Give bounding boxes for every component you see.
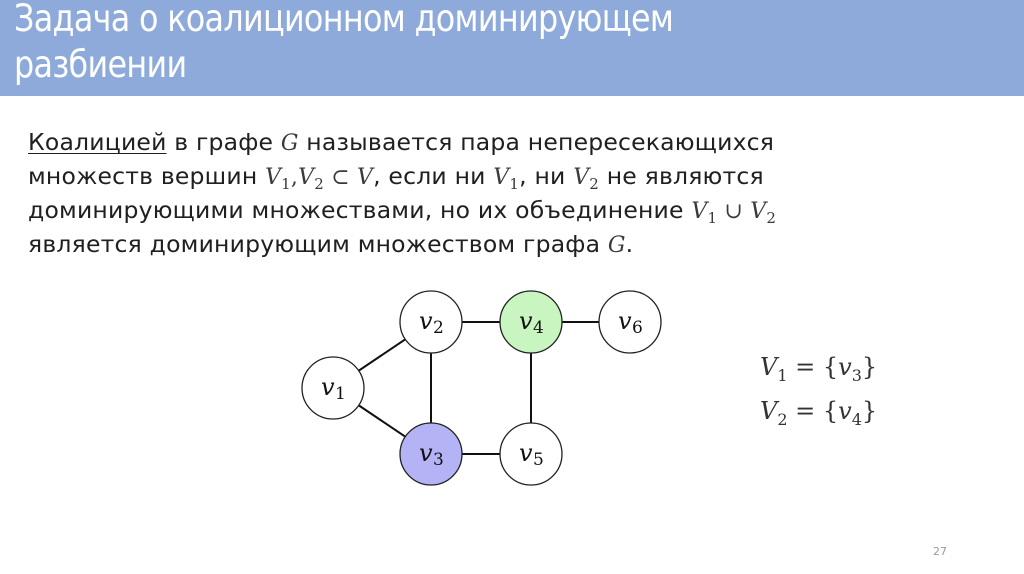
definition-line-2: множеств вершин V1,V2 ⊂ V, если ни V1, н…	[28, 160, 928, 194]
svg-text:4: 4	[533, 318, 544, 338]
svg-text:v: v	[419, 439, 433, 467]
text: в графе	[166, 128, 281, 156]
svg-text:3: 3	[433, 450, 444, 470]
math-G: G	[607, 233, 626, 258]
svg-text:6: 6	[632, 318, 643, 338]
text: множеств вершин	[28, 162, 266, 190]
definition-line-4: является доминирующим множеством графа G…	[28, 228, 928, 262]
slide-title: Задача о коалиционном доминирующем разби…	[14, 0, 674, 88]
svg-text:v: v	[321, 373, 335, 401]
math-V1: V1	[493, 165, 520, 193]
svg-text:v: v	[519, 439, 533, 467]
svg-text:v: v	[419, 307, 433, 335]
text: является доминирующим множеством графа	[28, 230, 608, 258]
svg-text:v: v	[618, 307, 632, 335]
text: называется пара непересекающихся	[298, 128, 775, 156]
text: не являются	[599, 162, 764, 190]
math-G: G	[280, 131, 299, 156]
math-V1-V2-subset-V: V1,V2 ⊂ V	[265, 165, 374, 193]
page-number: 27	[933, 545, 947, 558]
title-line-1: Задача о коалиционном доминирующем	[14, 0, 674, 40]
svg-text:5: 5	[533, 450, 544, 470]
definition-line-3: доминирующими множествами, но их объедин…	[28, 194, 928, 228]
svg-text:v: v	[519, 307, 533, 335]
svg-text:2: 2	[433, 318, 444, 338]
definition-line-1: Коалицией в графе G называется пара непе…	[28, 126, 928, 160]
slide-header: Задача о коалиционном доминирующем разби…	[0, 0, 1024, 96]
set-V2: V2 = {v4}	[760, 397, 878, 429]
math-V1-union-V2: V1 ∪ V2	[691, 199, 777, 227]
definition-paragraph: Коалицией в графе G называется пара непе…	[28, 126, 928, 262]
text: .	[625, 230, 634, 258]
math-V2: V2	[573, 165, 600, 193]
text: доминирующими множествами, но их объедин…	[28, 196, 692, 224]
term-coalition: Коалицией	[28, 128, 167, 156]
text: , ни	[519, 162, 574, 190]
title-line-2: разбиении	[14, 43, 187, 86]
coalition-sets: V1 = {v3} V2 = {v4}	[760, 345, 877, 433]
set-V1: V1 = {v3}	[760, 353, 878, 385]
text: , если ни	[373, 162, 494, 190]
svg-text:1: 1	[335, 384, 346, 404]
